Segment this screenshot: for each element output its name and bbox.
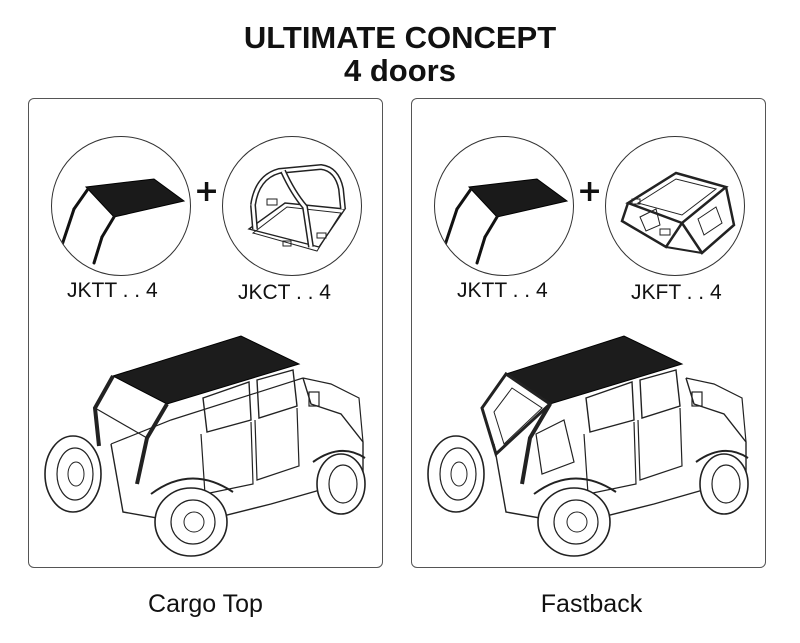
jktt-part-circle bbox=[434, 136, 574, 276]
jkft-label: JKFT . . 4 bbox=[631, 281, 722, 304]
cargo-top-panel: + JKTT . . 4 JKCT . . 4 bbox=[28, 98, 383, 568]
tonneau-top-icon bbox=[443, 178, 569, 265]
jkct-label: JKCT . . 4 bbox=[238, 281, 331, 304]
jktt-label: JKTT . . 4 bbox=[67, 279, 158, 302]
plus-sign: + bbox=[577, 174, 603, 209]
jkct-part-circle bbox=[222, 136, 362, 276]
fastback-panel: + JKTT . . 4 JKFT . . 4 bbox=[411, 98, 766, 568]
jeep-fastback-illustration bbox=[427, 335, 749, 557]
cargo-top-icon bbox=[247, 163, 347, 252]
plus-sign: + bbox=[194, 174, 220, 209]
jktt-part-circle bbox=[51, 136, 191, 276]
jkft-part-circle bbox=[605, 136, 745, 276]
fastback-top-icon bbox=[620, 171, 736, 255]
jktt-label: JKTT . . 4 bbox=[457, 279, 548, 302]
jeep-cargo-top-illustration bbox=[44, 335, 366, 557]
cargo-top-caption: Cargo Top bbox=[148, 590, 263, 618]
fastback-caption: Fastback bbox=[540, 590, 643, 618]
tonneau-top-icon bbox=[60, 178, 186, 265]
title-line-1: ULTIMATE CONCEPT bbox=[243, 20, 557, 55]
title-line-2: 4 doors bbox=[344, 53, 456, 88]
